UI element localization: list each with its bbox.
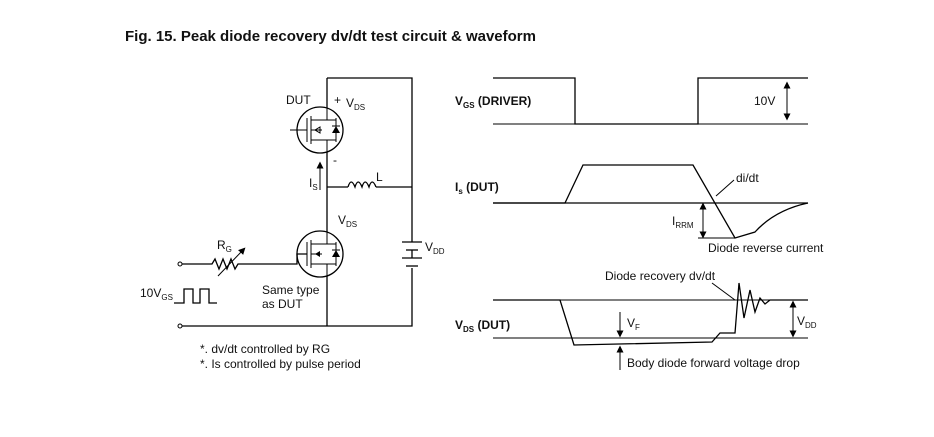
note-is: *. Is controlled by pulse period xyxy=(200,357,361,371)
is-label: IS xyxy=(309,176,318,192)
rg-label: RG xyxy=(217,238,232,254)
gate-resistor xyxy=(180,257,240,271)
source-label: 10VGS xyxy=(140,286,173,302)
bottom-rail-wire xyxy=(180,268,413,327)
vds-waveform xyxy=(493,282,808,346)
waveforms: VGS (DRIVER) 10V Is (DUT) di/dt IRRM Dio… xyxy=(455,77,824,370)
reverse-current-label: Diode reverse current xyxy=(708,241,824,255)
inductor-coil xyxy=(347,181,377,189)
lower-mosfet xyxy=(240,230,344,278)
vds-dut-label: VDS (DUT) xyxy=(455,318,510,334)
dvdt-label: Diode recovery dv/dt xyxy=(605,269,716,283)
figure-title: Fig. 15. Peak diode recovery dv/dt test … xyxy=(125,28,536,45)
didt-leader xyxy=(715,179,735,197)
is-dut-label: Is (DUT) xyxy=(455,180,499,196)
vds-vdd-label: VDD xyxy=(797,314,817,330)
resistor-variable-arrow xyxy=(217,247,246,277)
minus-sign: - xyxy=(333,153,337,167)
note-dvdt: *. dv/dt controlled by RG xyxy=(200,342,330,356)
dut-mosfet xyxy=(290,106,344,154)
inductor-label: L xyxy=(376,170,383,184)
test-circuit: DUT + VDS - IS L VDS VDD RG 10VGS Same t… xyxy=(140,77,445,371)
vds-mid-label: VDS xyxy=(338,213,357,229)
dut-label: DUT xyxy=(286,93,311,107)
same-type-label-1: Same type xyxy=(262,283,320,297)
vds-top-label: VDS xyxy=(346,96,365,112)
same-type-label-2: as DUT xyxy=(262,297,303,311)
vgs-amplitude-label: 10V xyxy=(754,94,775,108)
vdd-label: VDD xyxy=(425,240,445,256)
dvdt-leader xyxy=(711,282,736,301)
vgs-waveform xyxy=(493,77,808,125)
pulse-source-icon xyxy=(174,288,217,304)
plus-sign: + xyxy=(334,93,341,107)
forward-drop-label: Body diode forward voltage drop xyxy=(627,356,800,370)
irrm-label: IRRM xyxy=(672,214,694,230)
vdd-battery xyxy=(402,241,422,267)
is-waveform xyxy=(493,164,809,239)
vgs-driver-label: VGS (DRIVER) xyxy=(455,94,531,110)
vf-label: VF xyxy=(627,316,640,332)
didt-label: di/dt xyxy=(736,171,759,185)
